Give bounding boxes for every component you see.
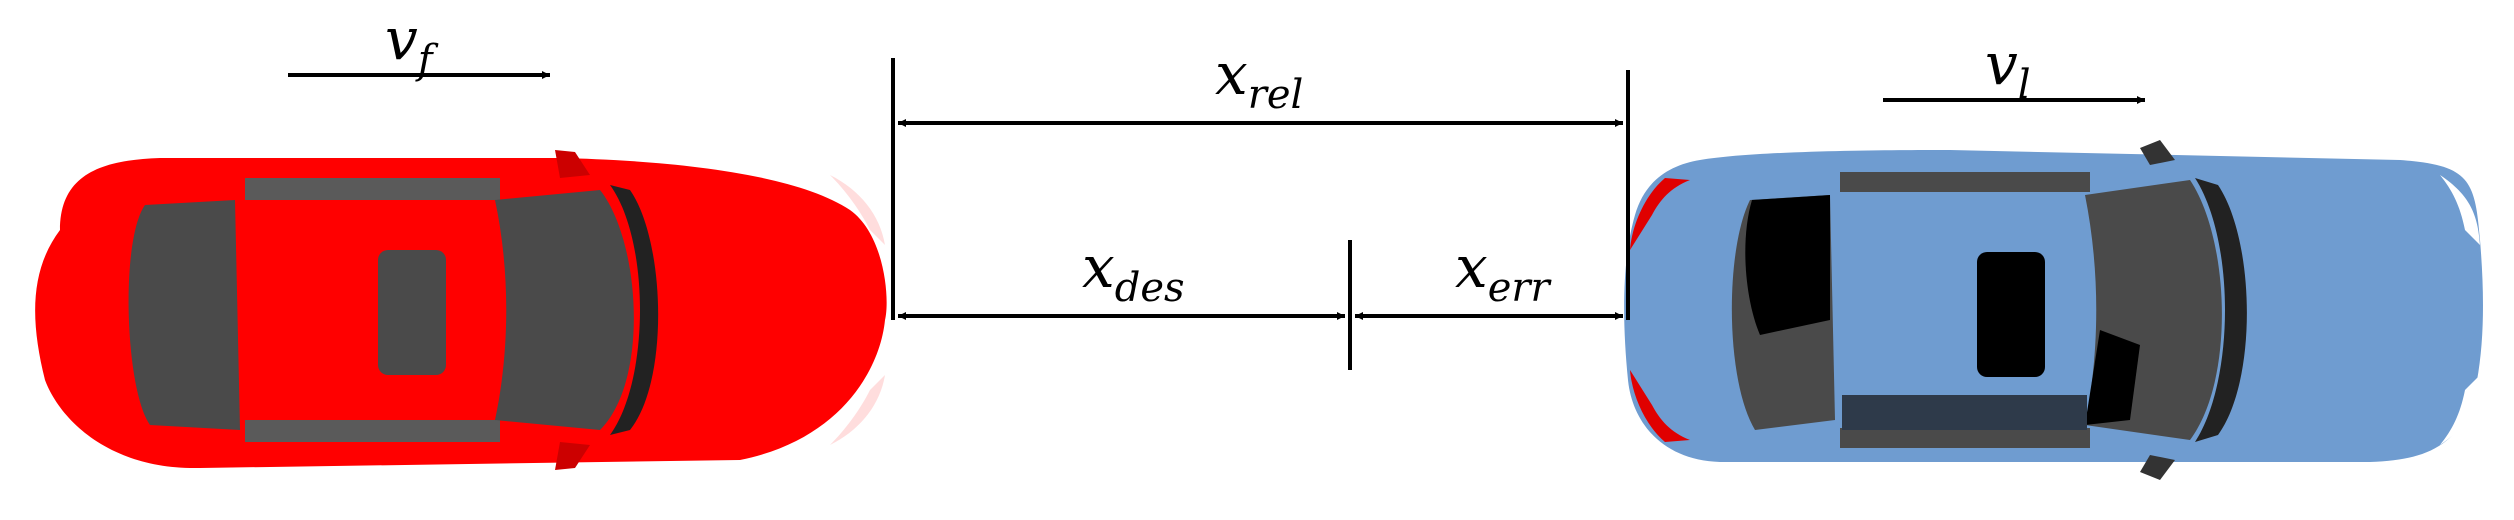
- relative-distance-label: xrel: [1215, 45, 1303, 115]
- error-distance-subscript: err: [1487, 265, 1550, 311]
- follower-velocity-subscript: f: [417, 37, 433, 83]
- follower-velocity-label: vf: [385, 10, 433, 80]
- dimension-lines: [288, 58, 2145, 370]
- follower-car-icon: [35, 150, 887, 470]
- desired-distance-subscript: des: [1114, 265, 1185, 311]
- follower-velocity-symbol: v: [385, 5, 418, 73]
- relative-distance-subscript: rel: [1247, 72, 1304, 118]
- leader-velocity-label: vl: [1985, 35, 2031, 105]
- relative-distance-symbol: x: [1215, 40, 1248, 108]
- desired-distance-label: xdes: [1082, 238, 1185, 308]
- leader-velocity-subscript: l: [2017, 62, 2031, 108]
- error-distance-symbol: x: [1455, 233, 1488, 301]
- leader-velocity-symbol: v: [1985, 30, 2018, 98]
- leader-car-icon: [1624, 140, 2483, 480]
- error-distance-label: xerr: [1455, 238, 1550, 308]
- desired-distance-symbol: x: [1082, 233, 1115, 301]
